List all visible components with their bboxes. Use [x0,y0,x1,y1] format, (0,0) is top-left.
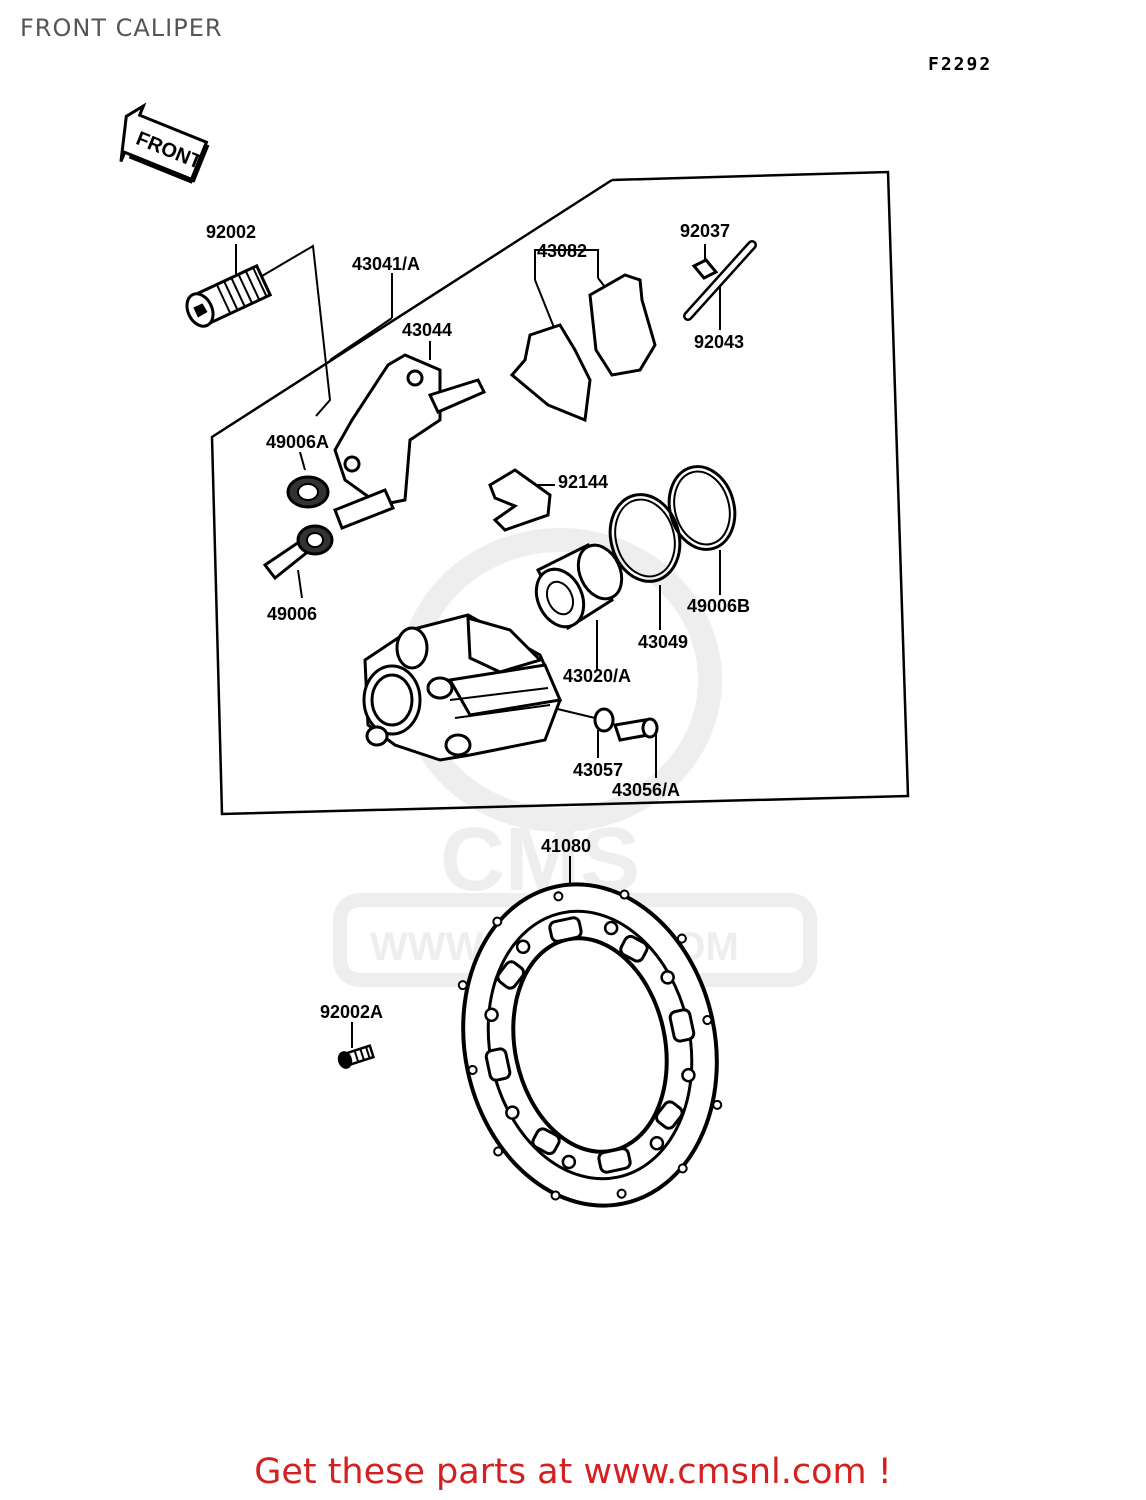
pin-92043-icon [683,240,757,321]
bolt-92002-icon [185,263,273,328]
part-labels: 92002 43041/A 43082 92037 43044 92043 49… [206,221,750,1022]
part-label: 49006A [266,432,329,452]
clip-92037-icon [691,258,719,280]
part-label: 43020/A [563,666,631,686]
part-label: 43082 [537,241,587,261]
bleed-valve-43056A-icon [613,717,659,742]
part-label: 43044 [402,320,452,340]
cap-43057-icon [593,707,615,733]
part-label: 92144 [558,472,608,492]
boot-49006A-icon [286,475,330,509]
assembly-frame [210,170,910,816]
seal-49006B-icon [667,465,737,551]
part-label: 92037 [680,221,730,241]
brake-disc-41080-icon [457,882,723,1208]
brake-pads-43082-icon [509,273,657,423]
piston-43020A-icon [534,542,624,631]
part-label: 43049 [638,632,688,652]
caliper-body-icon [362,613,563,762]
part-label: 49006 [267,604,317,624]
slide-pin-49006-icon [262,524,334,581]
figure-code: F2292 [928,54,993,75]
part-label: 92002 [206,222,256,242]
part-label: 92002A [320,1002,383,1022]
spring-92144-icon [488,468,552,532]
part-label: 92043 [694,332,744,352]
page-title: FRONT CALIPER [20,14,223,42]
part-label: 43057 [573,760,623,780]
part-label: 49006B [687,596,750,616]
footer-link[interactable]: Get these parts at www.cmsnl.com ! [254,1452,892,1492]
caliper-bracket-43044-icon [333,353,487,530]
part-label: 43041/A [352,254,420,274]
front-arrow-icon: FRONT [119,102,210,184]
bolt-92002A-icon [337,1044,376,1069]
part-label: 41080 [541,836,591,856]
part-label: 43056/A [612,780,680,800]
